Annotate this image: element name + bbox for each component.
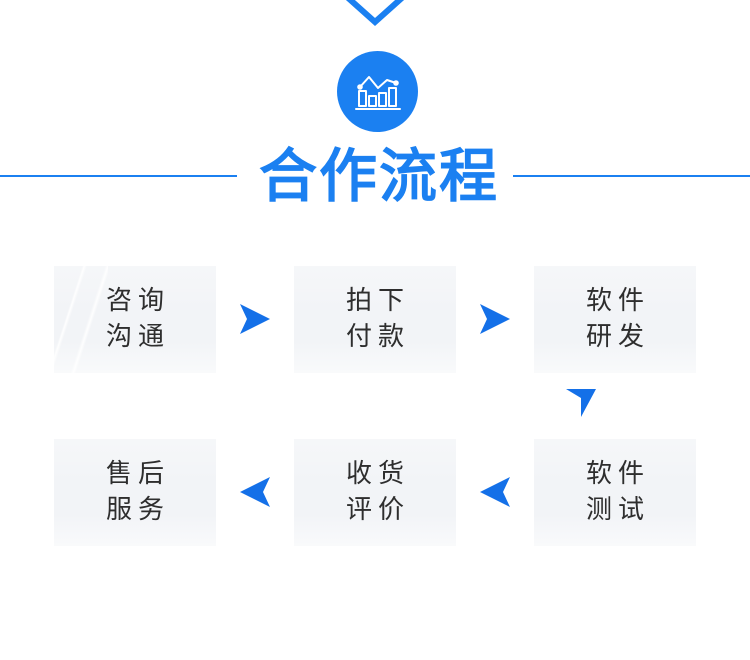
flow-step-label-line2: 研发 — [585, 322, 650, 352]
flow-row-2: 售后 服务 收货 评价 软件 测试 — [0, 438, 750, 546]
chevron-down-icon — [0, 0, 750, 32]
page-title: 合作流程 — [259, 142, 500, 210]
title-rule-left — [0, 175, 237, 177]
bar-chart-line-icon — [337, 51, 418, 132]
flow-step-label-line1: 软件 — [585, 286, 650, 316]
flow-step-software-testing[interactable]: 软件 测试 — [534, 438, 696, 546]
title-rule-right — [513, 175, 750, 177]
flow-step-after-sales-service[interactable]: 售后 服务 — [54, 438, 216, 546]
flow-step-label-line2: 评价 — [345, 495, 410, 525]
flow-step-label-line1: 售后 — [105, 459, 170, 489]
flow-step-software-development[interactable]: 软件 研发 — [534, 265, 696, 373]
flow-step-consultation[interactable]: 咨询 沟通 — [52, 259, 216, 380]
flow-step-label-line1: 收货 — [345, 459, 410, 489]
flow-step-label-line2: 服务 — [105, 495, 170, 525]
flow-step-label-line1: 拍下 — [345, 286, 410, 316]
flow-row-1: 咨询 沟通 拍下 付款 软件 研发 — [0, 259, 750, 380]
flow-step-label-line1: 咨询 — [105, 286, 170, 316]
arrow-down-icon — [500, 380, 662, 426]
cooperation-flow-diagram: 咨询 沟通 拍下 付款 软件 研发 — [0, 248, 750, 568]
arrow-right-icon — [216, 266, 294, 373]
arrow-left-icon — [216, 439, 294, 546]
flow-step-receive-review[interactable]: 收货 评价 — [294, 438, 456, 546]
flow-step-order-payment[interactable]: 拍下 付款 — [294, 265, 456, 373]
arrow-left-icon — [456, 439, 534, 546]
section-title-row: 合作流程 — [0, 141, 750, 211]
flow-row-connector — [0, 380, 750, 426]
flow-step-label-line2: 测试 — [585, 495, 650, 525]
flow-step-label-line2: 付款 — [345, 322, 410, 352]
arrow-right-icon — [456, 266, 534, 373]
flow-step-label-line1: 软件 — [585, 459, 650, 489]
flow-step-label-line2: 沟通 — [105, 322, 170, 352]
